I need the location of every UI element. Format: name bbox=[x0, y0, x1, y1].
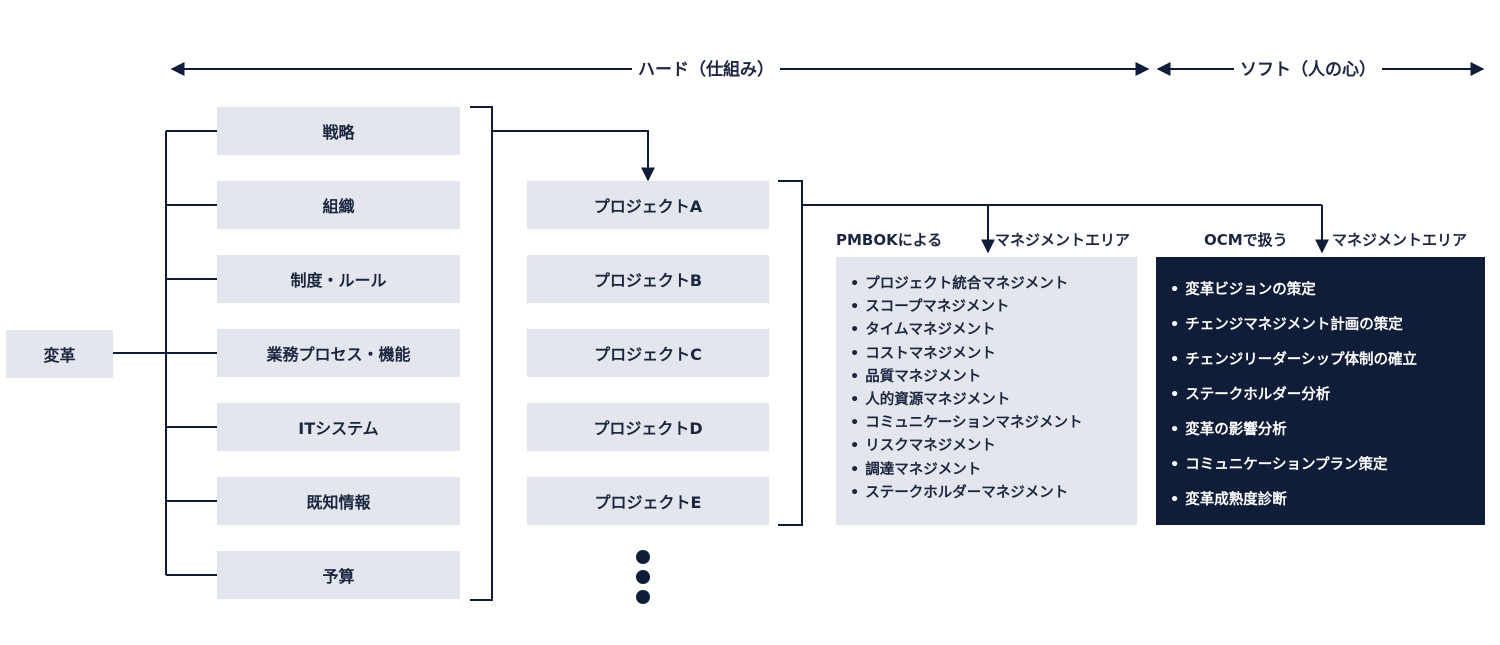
list-item: 変革成熟度診断 bbox=[1170, 483, 1485, 518]
list-item: 人的資源マネジメント bbox=[850, 389, 1137, 412]
ocm-title-left: OCMで扱う bbox=[1204, 230, 1288, 250]
list-item: タイムマネジメント bbox=[850, 319, 1137, 342]
list-item: コストマネジメント bbox=[850, 343, 1137, 366]
hard-item-it-system: ITシステム bbox=[217, 403, 460, 451]
project-b: プロジェクトB bbox=[527, 255, 769, 303]
list-item: 品質マネジメント bbox=[850, 366, 1137, 389]
project-c: プロジェクトC bbox=[527, 329, 769, 377]
list-item: スコープマネジメント bbox=[850, 296, 1137, 319]
hard-item-knowledge: 既知情報 bbox=[217, 477, 460, 525]
list-item: プロジェクト統合マネジメント bbox=[850, 273, 1137, 296]
list-item: チェンジリーダーシップ体制の確立 bbox=[1170, 343, 1485, 378]
list-item: チェンジマネジメント計画の策定 bbox=[1170, 308, 1485, 343]
pmbok-title-left: PMBOKによる bbox=[836, 230, 943, 250]
hard-label: ハード（仕組み） bbox=[632, 56, 780, 84]
list-item: 調達マネジメント bbox=[850, 459, 1137, 482]
project-d: プロジェクトD bbox=[527, 403, 769, 451]
hard-item-organization: 組織 bbox=[217, 181, 460, 229]
list-item: コミュニケーションマネジメント bbox=[850, 412, 1137, 435]
hard-item-strategy: 戦略 bbox=[217, 107, 460, 155]
project-e: プロジェクトE bbox=[527, 477, 769, 525]
list-item: リスクマネジメント bbox=[850, 435, 1137, 458]
list-item: 変革ビジョンの策定 bbox=[1170, 273, 1485, 308]
ocm-title-right: マネジメントエリア bbox=[1332, 230, 1468, 250]
list-item: コミュニケーションプラン策定 bbox=[1170, 448, 1485, 483]
list-item: ステークホルダー分析 bbox=[1170, 378, 1485, 413]
bracket-to-projects-arrow bbox=[492, 130, 655, 182]
hard-item-process: 業務プロセス・機能 bbox=[217, 329, 460, 377]
ocm-area-list: 変革ビジョンの策定 チェンジマネジメント計画の策定 チェンジリーダーシップ体制の… bbox=[1156, 257, 1485, 525]
pmbok-area-list: プロジェクト統合マネジメント スコープマネジメント タイムマネジメント コストマ… bbox=[836, 257, 1137, 525]
list-item: 変革の影響分析 bbox=[1170, 413, 1485, 448]
root-node: 変革 bbox=[6, 330, 113, 378]
project-a: プロジェクトA bbox=[527, 181, 769, 229]
hard-item-budget: 予算 bbox=[217, 551, 460, 599]
pmbok-title-right: マネジメントエリア bbox=[995, 230, 1131, 250]
hard-item-rules: 制度・ルール bbox=[217, 255, 460, 303]
soft-label: ソフト（人の心） bbox=[1234, 56, 1382, 84]
list-item: ステークホルダーマネジメント bbox=[850, 482, 1137, 505]
